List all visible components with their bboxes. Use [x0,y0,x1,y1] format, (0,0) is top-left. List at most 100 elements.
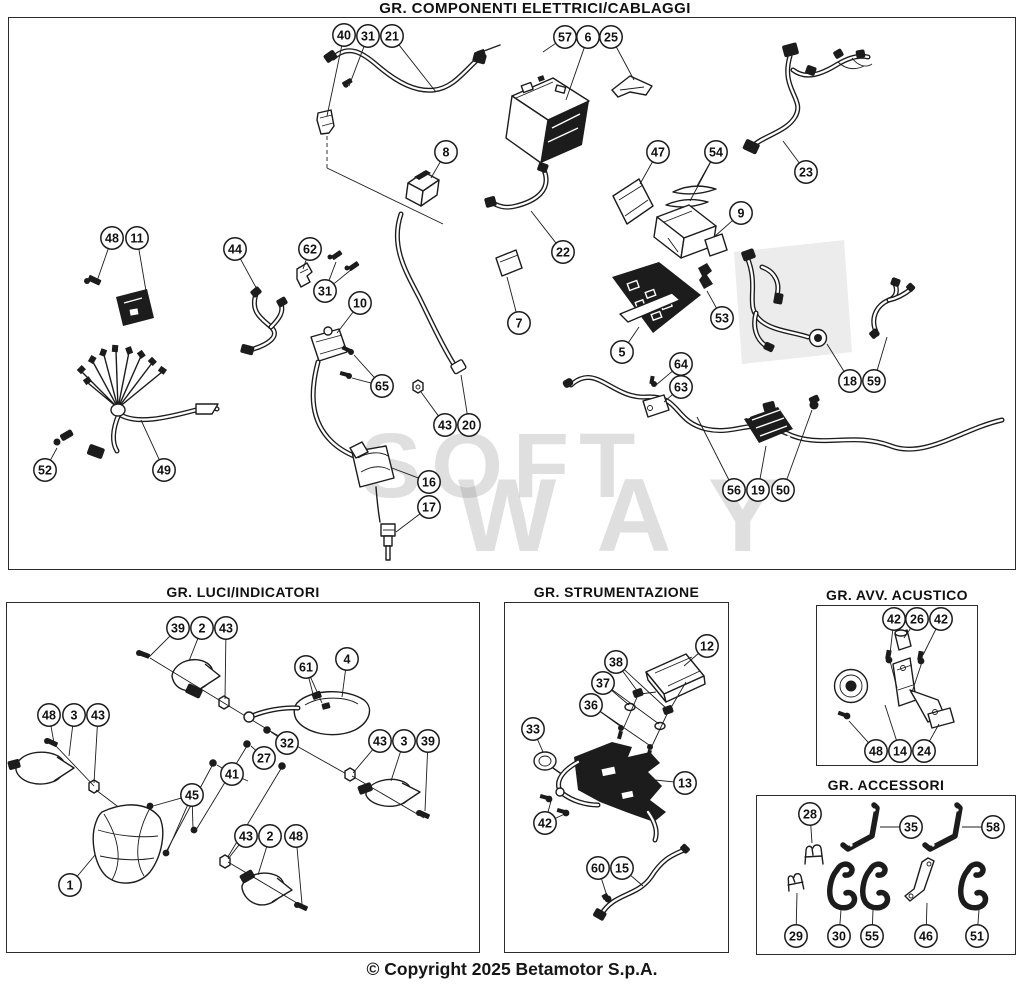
callout-17: 17 [395,495,441,533]
svg-text:46: 46 [919,929,933,943]
callout-57: 57 [542,25,577,53]
callout-61: 61 [294,655,323,704]
svg-text:59: 59 [867,374,881,388]
speedometer-cable-drawing [593,843,690,921]
svg-text:28: 28 [803,807,817,821]
svg-text:43: 43 [219,621,233,635]
svg-text:24: 24 [917,744,931,758]
svg-text:43: 43 [91,708,105,722]
callout-11: 11 [125,226,149,292]
clip-drawing [296,250,360,288]
svg-text:31: 31 [361,29,375,43]
svg-text:29: 29 [789,929,803,943]
svg-text:53: 53 [715,311,729,325]
rear-cable-drawing [562,377,1002,449]
svg-text:37: 37 [596,676,610,690]
jumper-wire-drawing [240,286,288,356]
svg-text:44: 44 [228,242,242,256]
callout-39: 39 [148,616,190,658]
accessory-straps-drawing [840,802,963,852]
svg-text:3: 3 [401,734,408,748]
svg-text:1: 1 [67,878,74,892]
callout-29: 29 [784,892,808,948]
callout-38: 38 [604,650,668,710]
svg-text:40: 40 [337,28,351,42]
svg-text:58: 58 [986,820,1000,834]
svg-text:31: 31 [318,284,332,298]
horn-assembly-drawing [833,629,955,729]
svg-text:30: 30 [832,929,846,943]
gasket-lenses-drawing [665,185,717,208]
svg-text:43: 43 [239,829,253,843]
svg-text:42: 42 [538,816,552,830]
panel-title-acustico: GR. AVV. ACUSTICO [826,587,968,603]
svg-text:63: 63 [674,380,688,394]
svg-text:42: 42 [887,612,901,626]
svg-text:47: 47 [651,145,665,159]
mirror-bracket-drawing [243,690,371,736]
callout-48: 48 [96,226,124,282]
rear-turn-signal-right-drawing [344,767,430,819]
svg-text:43: 43 [438,418,452,432]
svg-text:26: 26 [910,612,924,626]
svg-text:38: 38 [609,655,623,669]
callout-30: 30 [827,909,851,948]
callout-2: 2 [257,824,282,876]
svg-text:51: 51 [970,929,984,943]
svg-text:9: 9 [738,206,745,220]
svg-text:23: 23 [799,165,813,179]
panel-title-strumentazione: GR. STRUMENTAZIONE [533,584,700,600]
callout-3: 3 [62,703,86,757]
callout-56: 56 [696,416,746,502]
svg-text:12: 12 [700,639,714,653]
callout-25: 25 [599,25,635,81]
svg-text:7: 7 [516,316,523,330]
callout-62: 62 [298,237,322,270]
battery-drawing [476,44,590,164]
svg-text:48: 48 [869,744,883,758]
callout-4: 4 [335,647,359,698]
svg-text:45: 45 [185,788,199,802]
callout-43: 43 [420,391,457,437]
relay-drawing [405,170,440,207]
callout-54: 54 [689,140,728,202]
svg-text:33: 33 [526,722,540,736]
callout-3: 3 [390,729,416,782]
ignition-coil-spark-plug-drawing [310,326,396,561]
svg-text:42: 42 [934,612,948,626]
svg-text:64: 64 [674,357,688,371]
svg-text:6: 6 [585,30,592,44]
headlight-drawing [92,802,198,884]
callout-15: 15 [610,856,644,887]
callout-5: 5 [610,326,640,364]
svg-text:8: 8 [443,145,450,159]
svg-text:3: 3 [71,708,78,722]
callout-24: 24 [912,723,940,763]
svg-text:57: 57 [558,30,572,44]
fuse-cover-drawing [612,178,654,225]
rear-turn-signal-bottom-drawing [219,854,308,911]
svg-text:21: 21 [385,29,399,43]
svg-text:50: 50 [776,483,790,497]
accessory-clips-drawing [787,844,824,892]
svg-text:54: 54 [709,145,723,159]
callout-33: 33 [521,717,545,753]
watermark-text: WAY [458,458,824,574]
callout-22: 22 [530,210,575,264]
svg-text:25: 25 [604,30,618,44]
callout-43: 43 [352,729,392,774]
callout-50: 50 [771,409,813,502]
callout-37: 37 [591,671,660,725]
callout-39: 39 [416,729,440,812]
callout-58: 58 [962,815,1005,839]
svg-text:20: 20 [462,418,476,432]
callout-18: 18 [826,343,862,393]
svg-text:62: 62 [303,242,317,256]
svg-text:2: 2 [267,829,274,843]
callout-36: 36 [579,693,650,746]
svg-text:13: 13 [678,776,692,790]
flasher-relay-drawing [84,275,154,326]
